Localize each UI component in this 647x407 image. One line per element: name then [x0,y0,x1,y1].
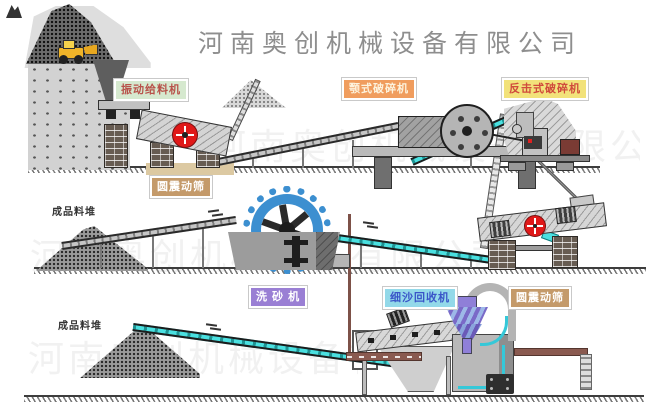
washer-tank [228,232,340,270]
conveyor-leg [202,226,204,268]
conveyor-leg [470,257,472,268]
label-circular-screen-1: 圆震动筛 [150,176,212,198]
jaw-flywheel [440,104,494,158]
deck-bolt [434,330,440,335]
screen2-pier [488,240,516,270]
label-jaw-crusher: 颚式破碎机 [342,78,416,100]
deck-bolt [368,338,374,343]
pump-bolt [506,378,509,381]
screen2-crossbar [514,245,554,251]
cyclone-top [455,296,477,308]
loader-wheel [74,55,83,64]
flow-arrow [211,213,224,217]
return-pipe-elbow [580,354,592,390]
jaw-motor [524,136,542,149]
tank-beam [292,236,300,267]
flow-arrow [205,323,218,327]
screen1-motor [172,122,198,148]
flywheel-hole [482,130,488,136]
slurry-pipe-vertical [348,214,351,354]
impact-platform [500,155,590,162]
conveyor-leg [420,250,422,268]
ground-top [28,166,600,173]
motor-hub [532,223,538,229]
cyclone-cone-upper [446,307,488,325]
flywheel-hole [458,144,464,150]
impact-motor [560,139,580,155]
pump-bolt [490,387,493,390]
flywheel-hole [474,116,480,122]
conveyor-leg [252,156,254,168]
impact-pier [556,162,574,171]
water-pipe-horizontal [458,386,505,389]
conveyor-leg [152,233,154,268]
label-vibrating-feeder: 振动给料机 [114,79,188,101]
conveyor-leg [360,242,362,268]
screen2-motor-block [555,205,577,225]
recycler-vibrator-motor [386,307,410,328]
company-title: 河南奥创机械设备有限公司 [198,29,583,58]
deck-bolt [390,335,396,340]
wheel-loader-cab [63,40,75,49]
water-pipe-vertical [502,345,505,389]
flywheel-hole [474,144,480,150]
return-pipe [514,348,588,356]
jaw-motor-light [528,139,532,143]
tank-dark-panel [316,232,338,270]
washer-wheel-scallops [243,186,331,274]
feeder-mount [130,110,140,119]
pump-bolt [490,378,493,381]
label-impact-crusher: 反击式破碎机 [502,78,588,100]
cyclone-stem [462,338,472,354]
ground-middle [34,267,646,274]
pump-bolt [506,387,509,390]
recycler-leg [446,356,451,395]
jaw-table-leg [374,157,392,189]
flow-arrow [207,209,220,213]
flywheel-hole [458,116,464,122]
slurry-pipe-horizontal [346,352,422,361]
ground-bottom [24,395,644,402]
conveyor-leg [100,240,102,268]
flywheel-hole [450,130,456,136]
label-stockpile-1: 成品料堆 [52,207,96,218]
feeder-mount [106,110,116,119]
screen2-pier [552,236,578,268]
label-sand-washer: 洗 砂 机 [249,286,308,308]
flywheel-hub [462,126,472,136]
label-fine-sand-recycler: 细沙回收机 [383,287,457,309]
motor-hub [182,132,188,138]
screen1-pier [150,142,174,168]
flow-arrow [362,221,375,225]
screen2-motor-block [489,219,511,239]
impact-pier [508,162,526,171]
corner-mountain-mark [6,5,22,18]
tank-beam [284,258,308,263]
conveyor-leg [302,148,304,168]
label-circular-screen-2: 圆震动筛 [509,287,571,309]
impact-pivot [512,124,522,134]
feeder-pier [104,124,128,168]
tank-beam [284,240,308,245]
screen2-motor [524,215,546,237]
slurry-pump [486,374,514,394]
label-stockpile-2: 成品料堆 [58,321,102,332]
loader-wheel [59,55,68,64]
deck-bolt [412,332,418,337]
vibrating-feeder-pan [98,100,150,110]
